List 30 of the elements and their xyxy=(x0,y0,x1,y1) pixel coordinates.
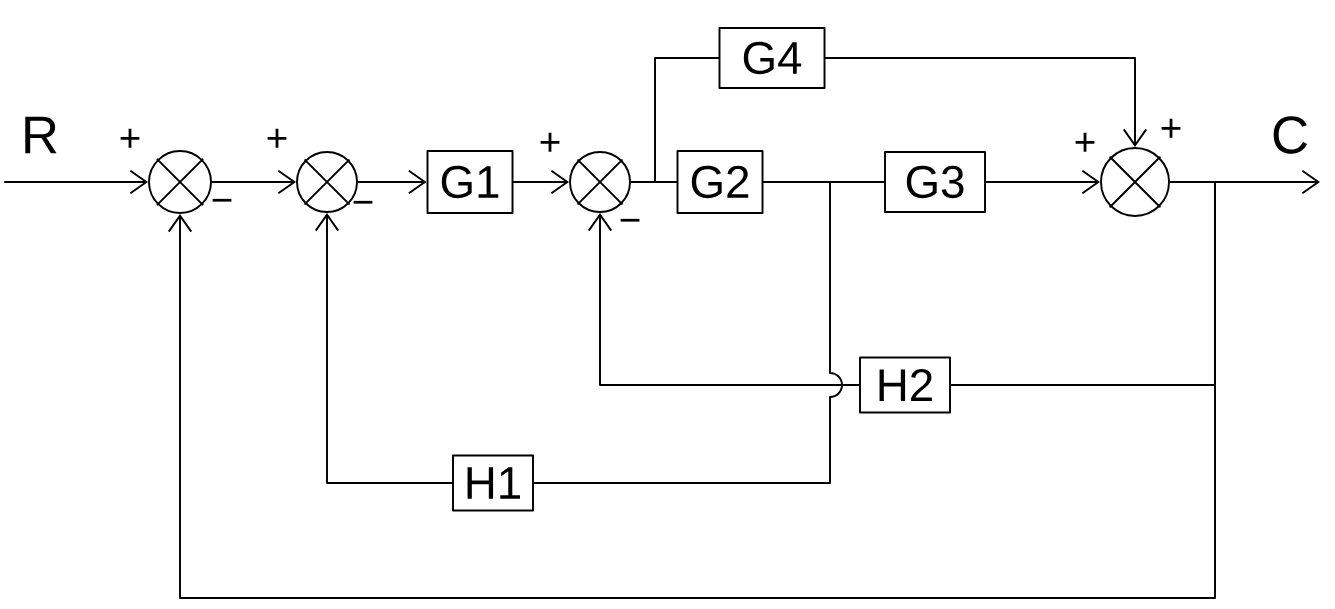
arrow xyxy=(211,169,297,195)
arrow xyxy=(587,212,860,386)
connector-line xyxy=(533,181,843,484)
arrow xyxy=(314,212,453,484)
sign-label: − xyxy=(353,200,373,204)
arrow xyxy=(357,169,427,195)
signal-label: C xyxy=(1273,116,1308,154)
sign-label: − xyxy=(212,198,232,202)
block-box: G1 xyxy=(426,150,514,214)
sign-label: − xyxy=(620,218,640,222)
arrow xyxy=(4,169,149,195)
summing-junction xyxy=(569,151,631,213)
arrow xyxy=(512,169,570,195)
connector-line xyxy=(630,57,720,183)
connector-line xyxy=(950,181,1216,386)
sign-label: + xyxy=(1075,132,1095,152)
sign-label: + xyxy=(540,132,560,152)
sign-label: + xyxy=(267,128,287,148)
summing-junction xyxy=(1100,147,1170,217)
block-box: G3 xyxy=(884,151,986,213)
block-box: H2 xyxy=(859,356,951,414)
block-box: H1 xyxy=(452,454,534,512)
block-box: G4 xyxy=(718,27,826,89)
block-box: G2 xyxy=(676,150,764,214)
signal-label: R xyxy=(25,116,57,154)
sign-label: + xyxy=(1161,118,1181,138)
arrow xyxy=(985,169,1101,195)
sign-label: + xyxy=(120,128,140,148)
arrow xyxy=(824,57,1148,148)
summing-junction xyxy=(148,150,212,214)
